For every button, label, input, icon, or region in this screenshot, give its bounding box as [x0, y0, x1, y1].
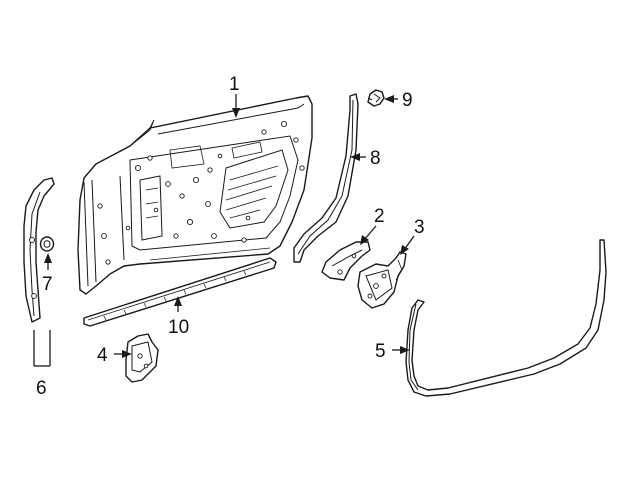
- callout-7: 7: [42, 274, 53, 295]
- callout-3: 3: [414, 217, 425, 238]
- door-weatherstrip: [405, 239, 607, 397]
- callout-4: 4: [97, 345, 108, 366]
- sill-trim-strip: [83, 257, 277, 327]
- callout-2: 2: [374, 206, 385, 227]
- callout-5: 5: [375, 341, 386, 362]
- front-pillar-trim: [23, 177, 55, 323]
- leader-lines: [33, 94, 415, 367]
- door-shell: [77, 95, 313, 295]
- door-latch-assembly: [357, 251, 407, 309]
- grommet: [39, 236, 55, 252]
- clip-fastener: [367, 89, 385, 107]
- lock-actuator: [125, 333, 159, 383]
- inner-handle-bracket: [321, 241, 371, 281]
- callout-1: 1: [229, 74, 240, 95]
- callout-9: 9: [402, 90, 413, 111]
- window-frame-seal: [293, 93, 359, 263]
- callout-10: 10: [168, 317, 189, 338]
- callout-8: 8: [370, 148, 381, 169]
- callout-6: 6: [36, 378, 47, 399]
